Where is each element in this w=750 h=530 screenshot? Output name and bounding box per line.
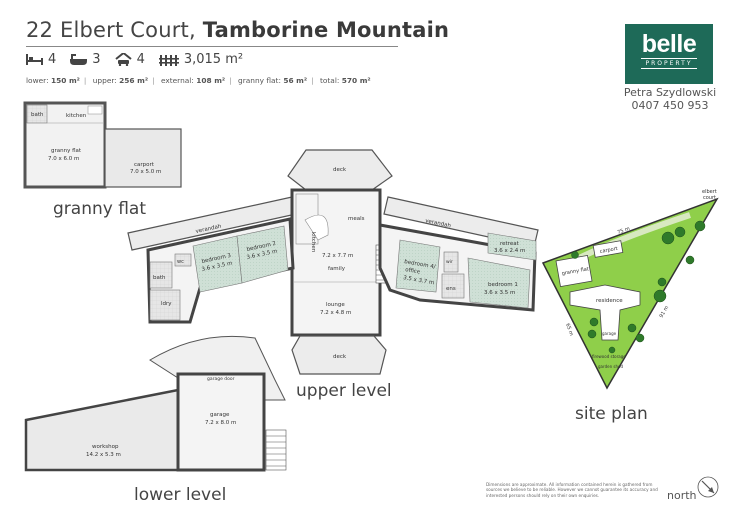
bathrooms-count: 3: [92, 52, 101, 67]
lower-stairs: [265, 429, 287, 471]
logo-wordmark: belle: [641, 30, 697, 58]
office-dim: 3.5 x 3.7 m: [403, 275, 435, 286]
area-value: 56 m²: [283, 76, 308, 85]
site-shed-label: garden shed: [598, 364, 623, 369]
site-east-boundary: 91 m: [659, 305, 671, 319]
office-label: bedroom 4/: [404, 259, 436, 270]
bed-icon: [26, 54, 43, 65]
upper-wc-label: wc: [177, 259, 184, 265]
address-street: 22 Elbert Court,: [26, 18, 196, 42]
area-value: 108 m²: [196, 76, 226, 85]
agent-phone: 0407 450 953: [631, 99, 709, 112]
ensuite-label: ens: [446, 286, 456, 292]
site-street-label: elbert: [702, 189, 717, 195]
site-storage-label: firewood storage: [592, 354, 626, 359]
area-label: lower:: [26, 76, 49, 85]
north-label: north: [667, 489, 697, 502]
site-plan-heading: site plan: [575, 404, 648, 424]
gf-carport-label: carport: [134, 162, 155, 168]
upper-deck-bottom-label: deck: [333, 354, 347, 360]
upper-level-plan: deck verandah verandah kitchen meals 7.2…: [127, 149, 539, 375]
bath-icon: [70, 53, 88, 65]
title-divider: [26, 46, 398, 47]
fence-icon: [158, 54, 179, 66]
lower-level-plan: workshop 14.2 x 5.3 m garage door garage…: [24, 335, 287, 472]
upper-kitchen-label: kitchen: [310, 232, 316, 253]
lounge-label: lounge: [326, 302, 345, 308]
area-value: 570 m²: [341, 76, 371, 85]
area-label: granny flat:: [238, 76, 281, 85]
bedrooms-count: 4: [48, 52, 57, 67]
bathrooms-feature: 3: [70, 52, 101, 67]
site-plan: carport granny flat residence garage fir…: [541, 189, 719, 390]
area-label: external:: [160, 76, 194, 85]
workshop-dim: 14.2 x 5.3 m: [86, 452, 121, 458]
gf-flat-label: granny flat: [51, 148, 82, 154]
upper-bath-label: bath: [153, 275, 166, 281]
family-label: family: [328, 266, 346, 272]
site-granny-flat-label: granny flat: [561, 266, 589, 277]
floor-areas: lower: 150 m²| upper: 256 m²| external: …: [26, 76, 371, 85]
site-garage-label: garage: [602, 331, 617, 336]
retreat-label: retreat: [500, 241, 520, 247]
parking-feature: 4: [114, 52, 145, 67]
area-label: total:: [319, 76, 340, 85]
upper-level-heading: upper level: [296, 381, 392, 401]
agent-name: Petra Szydlowski: [623, 86, 717, 99]
area-label: upper:: [92, 76, 117, 85]
site-carport-label: carport: [599, 246, 618, 255]
site-west-boundary: 65 m: [564, 323, 574, 337]
bedroom1-dim: 3.6 x 3.5 m: [484, 290, 515, 296]
lounge-dim: 7.2 x 4.8 m: [320, 310, 351, 316]
granny-flat-plan: bath kitchen granny flat 7.0 x 6.0 m car…: [23, 101, 182, 189]
office-label-2: office: [405, 267, 422, 276]
garage-label: garage: [210, 412, 230, 418]
gf-kitchen-label: kitchen: [66, 113, 87, 119]
parking-count: 4: [136, 52, 145, 67]
area-value: 256 m²: [119, 76, 149, 85]
garage-dim: 7.2 x 8.0 m: [205, 420, 236, 426]
laundry-label: ldry: [161, 301, 172, 307]
meals-label: meals: [348, 216, 365, 222]
verandah-left-label: verandah: [195, 224, 222, 235]
logo-subtitle: PROPERTY: [641, 58, 697, 69]
disclaimer: Dimensions are approximate. All informat…: [486, 482, 658, 498]
site-street-label-2: court: [703, 195, 716, 201]
lower-level-heading: lower level: [134, 485, 226, 505]
gf-bath-label: bath: [31, 112, 44, 118]
feature-row: 4 3 4 3,015 m²: [26, 52, 257, 67]
family-dim: 7.2 x 7.7 m: [322, 253, 353, 259]
wir-label: wir: [446, 259, 453, 265]
granny-flat-heading: granny flat: [53, 199, 146, 219]
gf-carport-dim: 7.0 x 5.0 m: [130, 169, 161, 175]
site-trees: [571, 220, 706, 354]
address-suburb: Tamborine Mountain: [202, 18, 450, 42]
bedrooms-feature: 4: [26, 52, 56, 67]
site-north-boundary: 75 m: [617, 226, 631, 236]
retreat-dim: 3.6 x 2.4 m: [494, 248, 525, 254]
belle-property-logo: belle PROPERTY: [625, 24, 713, 84]
property-title: 22 Elbert Court, Tamborine Mountain: [26, 18, 449, 42]
car-icon: [114, 53, 132, 66]
gf-flat-dim: 7.0 x 6.0 m: [48, 156, 79, 162]
land-feature: 3,015 m²: [158, 52, 244, 67]
bedroom1-label: bedroom 1: [488, 282, 518, 288]
garage-door-label: garage door: [207, 376, 235, 382]
land-size: 3,015 m²: [183, 52, 244, 67]
area-value: 150 m²: [50, 76, 80, 85]
site-residence-label: residence: [596, 298, 623, 304]
agent-contact: Petra Szydlowski 0407 450 953: [615, 86, 725, 112]
verandah-right-label: verandah: [425, 218, 452, 229]
north-arrow-icon: [697, 476, 719, 498]
upper-deck-top-label: deck: [333, 167, 347, 173]
workshop-label: workshop: [92, 444, 119, 450]
